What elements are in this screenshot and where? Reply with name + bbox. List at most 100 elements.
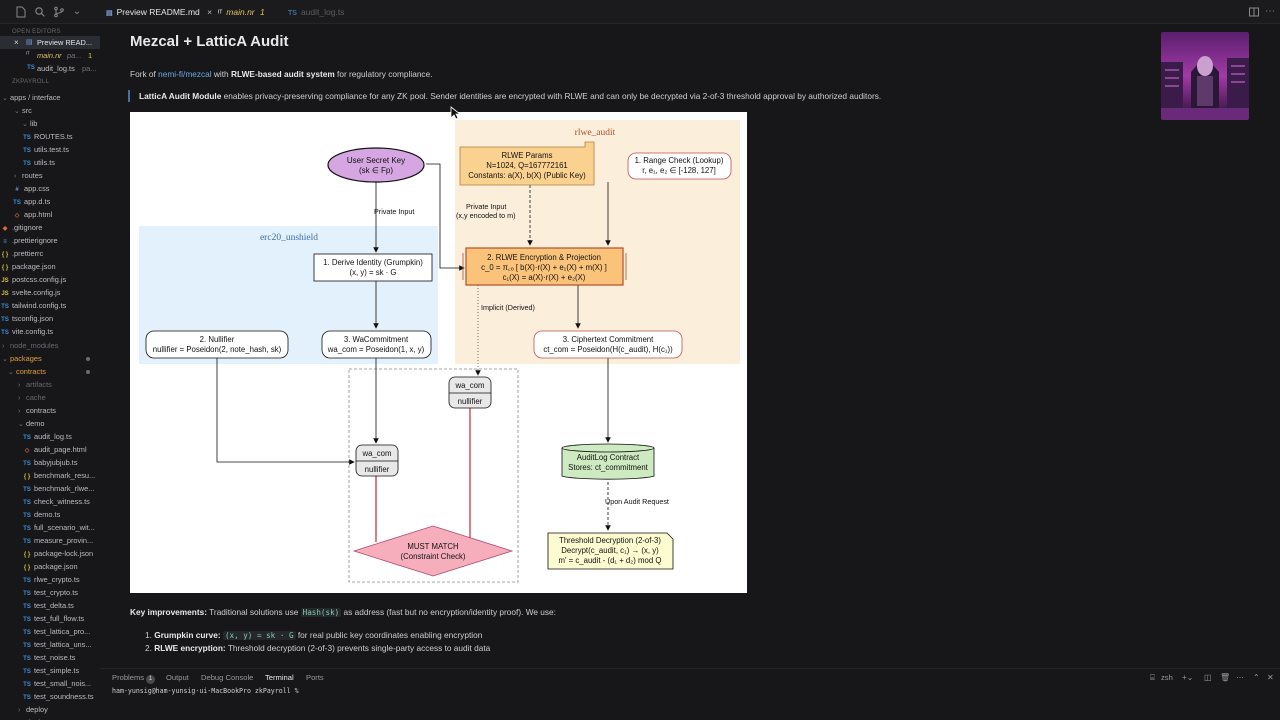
preview-icon: ▤	[26, 39, 33, 46]
file-item[interactable]: { }benchmark_resu...	[22, 469, 95, 482]
tree-item-label: benchmark_resu...	[34, 471, 96, 480]
tab-terminal[interactable]: Terminal	[265, 673, 294, 682]
close-panel-icon[interactable]: ✕	[1267, 673, 1274, 682]
chevron-icon: ⌄	[14, 108, 20, 115]
tree-item-label: .gitignore	[12, 223, 43, 232]
folder-item[interactable]: ›deployments	[18, 716, 68, 720]
svg-text:(Constraint Check): (Constraint Check)	[401, 552, 466, 561]
must-match-node	[352, 525, 514, 577]
tab-debug-console[interactable]: Debug Console	[201, 673, 254, 682]
file-item[interactable]: ◆.gitignore	[0, 221, 43, 234]
json-file-icon: { }	[23, 565, 31, 571]
tree-item-label: test_small_nois...	[34, 679, 92, 688]
ts-file-icon: TS	[23, 461, 31, 467]
tab-preview-readme[interactable]: ▤Preview README.md ×	[106, 7, 213, 17]
tab-output[interactable]: Output	[166, 673, 189, 682]
open-editors-header[interactable]: OPEN EDITORS	[12, 29, 61, 35]
folder-item[interactable]: ›cache	[18, 391, 46, 404]
folder-item[interactable]: ›artifacts	[18, 378, 52, 391]
file-item[interactable]: { }package.json	[0, 260, 56, 273]
maximize-panel-icon[interactable]: ⌃	[1253, 673, 1260, 682]
more-actions-icon[interactable]: ⋯	[1265, 6, 1275, 17]
threshold-decryption-node	[547, 532, 674, 570]
split-terminal-icon[interactable]: ◫	[1204, 673, 1212, 682]
chevron-down-icon[interactable]: ⌄	[72, 6, 82, 17]
file-item[interactable]: #app.css	[12, 182, 49, 195]
folder-item[interactable]: ⌄apps / interface	[2, 91, 61, 104]
repo-link[interactable]: nemi-fi/mezcal	[158, 69, 212, 79]
source-control-icon[interactable]	[53, 6, 65, 18]
search-icon[interactable]	[34, 6, 46, 18]
file-item[interactable]: ≡.prettierignore	[0, 234, 57, 247]
file-item[interactable]: { }package.json	[22, 560, 78, 573]
ts-file-icon: TS	[13, 200, 21, 206]
file-item[interactable]: ◇app.html	[12, 208, 53, 221]
folder-item[interactable]: ›contracts	[18, 404, 56, 417]
file-item[interactable]: ◇audit_page.html	[22, 443, 87, 456]
folder-item[interactable]: ⌄contracts	[0, 365, 100, 378]
folder-item[interactable]: ⌄src	[14, 104, 32, 117]
svg-text:Threshold Decryption (2-of-3): Threshold Decryption (2-of-3)	[559, 536, 661, 545]
more-actions-icon[interactable]: ⋯	[1236, 673, 1244, 682]
close-tab-icon[interactable]: ×	[207, 7, 213, 17]
folder-item[interactable]: ›routes	[14, 169, 43, 182]
folder-item[interactable]: ›node_modules	[2, 339, 59, 352]
tree-item-label: packages	[10, 354, 42, 363]
tree-item-label: ROUTES.ts	[34, 132, 73, 141]
wacommitment-node	[321, 330, 432, 359]
tab-ports[interactable]: Ports	[306, 673, 324, 682]
edge-nullifier-check	[216, 358, 355, 465]
trash-icon[interactable]: 🗑	[1220, 673, 1231, 682]
terminal-prompt[interactable]: ham-yunsig@ham-yunsig-ui-MacBookPro zkPa…	[112, 687, 299, 695]
project-header[interactable]: ZKPAYROLL	[12, 79, 50, 85]
svg-text:Constants: a(X), b(X) (Public: Constants: a(X), b(X) (Public Key)	[468, 171, 586, 180]
open-editor-preview[interactable]: × ▤ Preview READ...	[0, 36, 100, 49]
shell-name[interactable]: zsh	[1161, 673, 1173, 682]
file-item[interactable]: { }.prettierrc	[0, 247, 43, 260]
range-check-node	[627, 152, 732, 180]
folder-item[interactable]: ›deploy	[18, 703, 48, 716]
add-terminal-icon[interactable]: +⌄	[1182, 673, 1194, 682]
close-icon[interactable]: ×	[14, 38, 19, 47]
open-editor-main-nr[interactable]: ᴵᵀ main.nr pa... 1	[26, 51, 93, 60]
folder-item[interactable]: ⌄demo	[18, 417, 45, 430]
chevron-icon: ›	[18, 395, 21, 402]
chevron-icon: ›	[18, 707, 21, 714]
constraint-check-box	[348, 368, 519, 583]
open-editor-audit-log[interactable]: TS audit_log.ts pa...	[27, 64, 97, 73]
file-item[interactable]: { }package-lock.json	[22, 547, 93, 560]
split-editor-icon[interactable]	[1248, 6, 1260, 18]
folder-item[interactable]: ⌄lib	[22, 117, 37, 130]
explorer-icon[interactable]	[15, 6, 27, 18]
folder-item[interactable]: ⌄packages	[0, 352, 100, 365]
